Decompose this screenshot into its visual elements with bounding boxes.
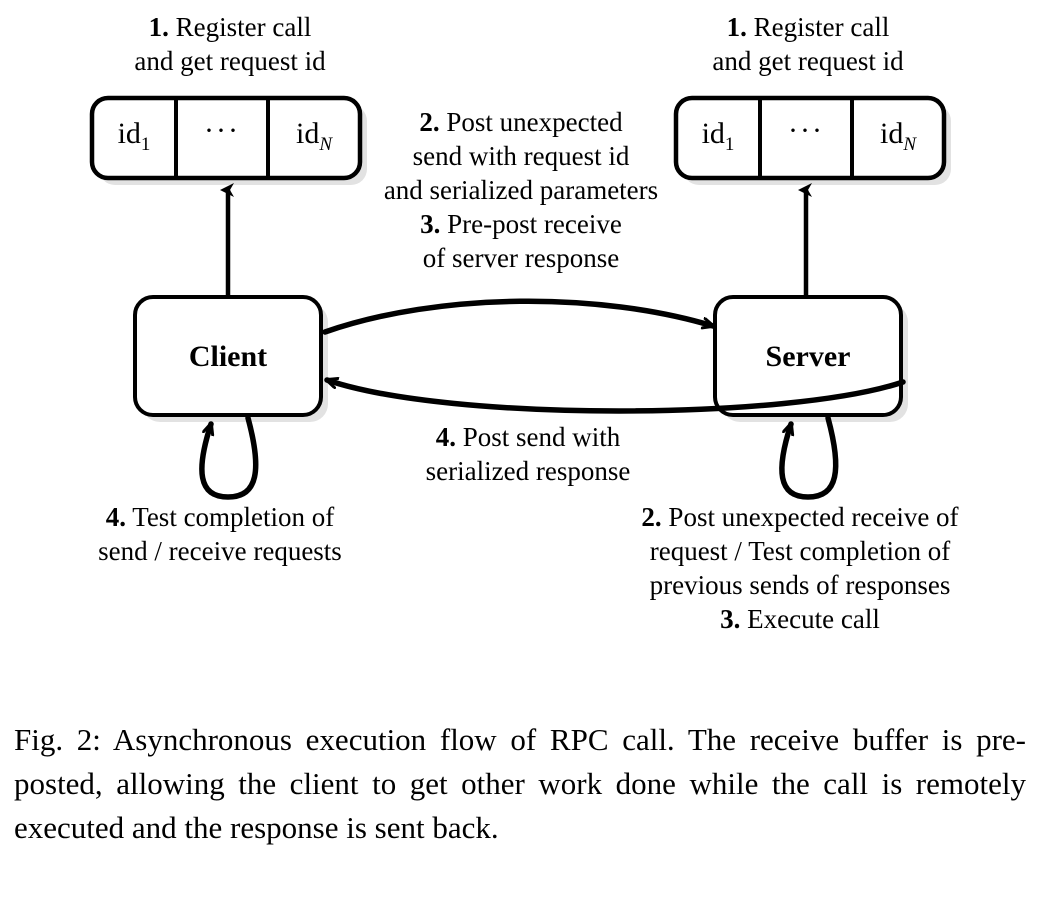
diagram-canvas [89,95,951,500]
figure-diagram: id1 ··· idN id1 ··· idN Client Server 1.… [89,12,959,635]
client-self-loop-arrow [199,415,259,500]
client-label: Client [188,340,268,373]
server-self-loop-arrow [779,415,839,500]
left-buffer-cell-first: id1 [117,117,151,155]
request-arrow-client-to-server [322,298,716,335]
right-buffer-cell-first: id1 [701,117,735,155]
left-buffer-cell-ellipsis: ··· [204,114,240,147]
server-label: Server [765,340,851,373]
right-buffer-cell-last: idN [879,117,917,155]
left-request-id-buffer [89,95,363,181]
response-arrow-server-to-client [324,380,906,414]
left-buffer-cell-last: idN [295,117,333,155]
right-request-id-buffer [673,95,947,181]
left-buffer-outline [89,95,363,181]
right-buffer-outline [673,95,947,181]
right-buffer-cell-ellipsis: ··· [788,114,824,147]
figure-caption-text: Fig. 2: Asynchronous execution flow of R… [14,722,1026,846]
figure-caption: Fig. 2: Asynchronous execution flow of R… [14,718,1026,850]
